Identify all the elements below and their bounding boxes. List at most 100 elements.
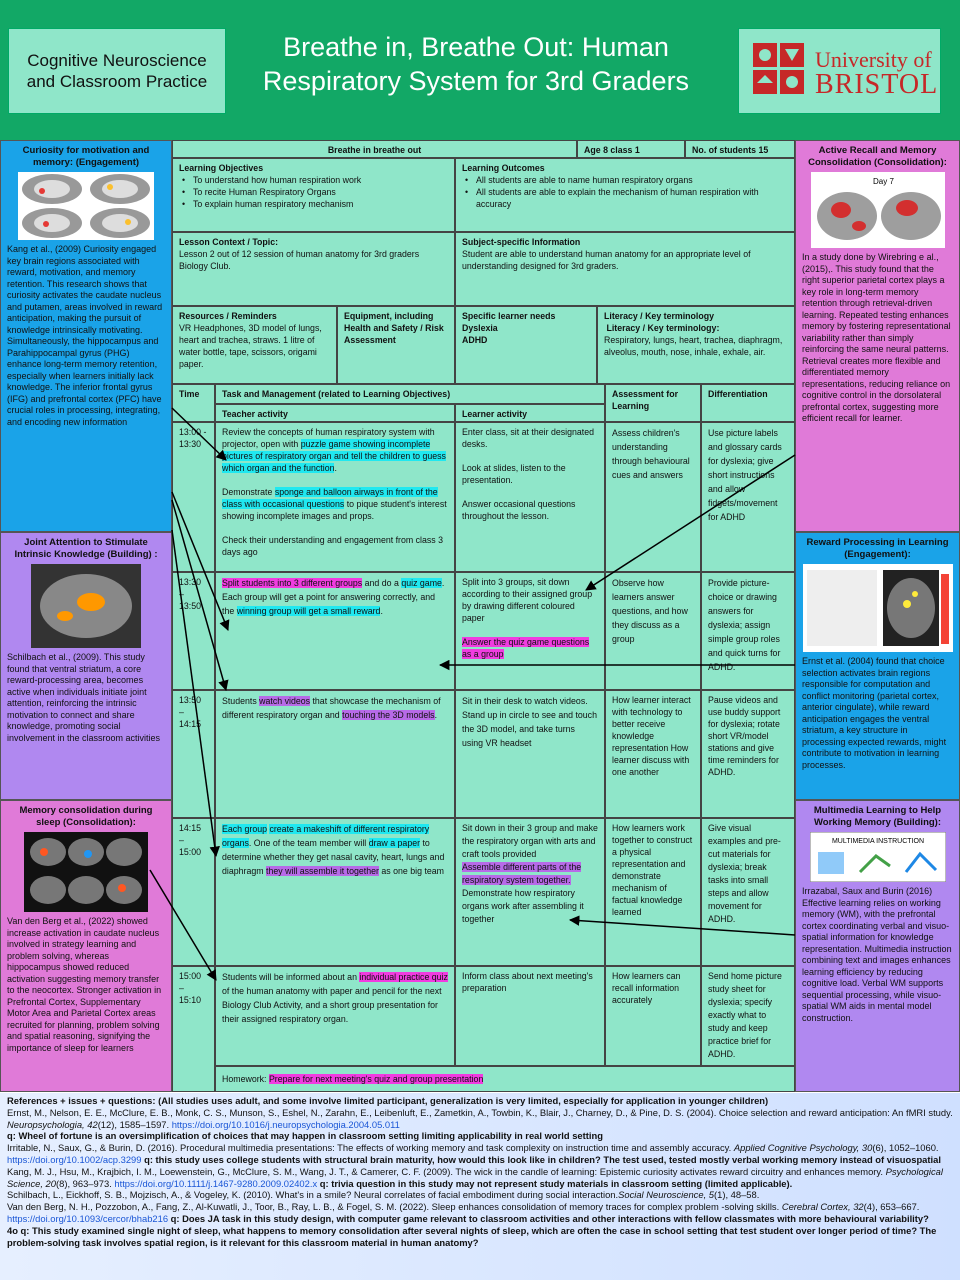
cell-text: VR Headphones, 3D model of lungs, heart … (179, 323, 322, 369)
row4-learner: Sit down in their 3 group and make the r… (455, 818, 605, 966)
multimedia-figure: MULTIMEDIA INSTRUCTION (809, 832, 946, 882)
lesson-plan-table: Breathe in breathe out Age 8 class 1 No.… (172, 140, 795, 1092)
text-run: . (434, 710, 438, 720)
sleep-brain-figure (24, 832, 148, 912)
logo-text-line2: BRISTOL (815, 69, 939, 100)
row3-learner: Sit in their desk to watch videos. Stand… (455, 690, 605, 818)
reference-question: q: Does JA task in this study design, wi… (168, 1212, 929, 1224)
references-panel: References + issues + questions: (All st… (0, 1093, 960, 1280)
reference-doi-link[interactable]: https://doi.org/10.1002/acp.3299 (7, 1153, 142, 1165)
reference-journal: Applied Cognitive Psychology, 30 (733, 1142, 873, 1154)
section-body: Schilbach et al., (2009). This study fou… (7, 652, 161, 743)
reference-doi-link[interactable]: https://doi.org/10.1093/cercor/bhab216 (7, 1212, 169, 1224)
reference-journal: Neuropsychologia, 42 (7, 1118, 98, 1130)
text-run: Review the concepts of human respiratory… (222, 427, 435, 449)
students-cell: No. of students 15 (685, 140, 795, 158)
reference-text: (4), 653–667. (863, 1201, 920, 1213)
col-header-time: Time (172, 384, 215, 422)
reference-doi-link[interactable]: https://doi.org/10.1111/j.1467-9280.2009… (114, 1177, 318, 1189)
row1-teacher: Review the concepts of human respiratory… (215, 422, 455, 572)
reference-text: (8), 963–973. (56, 1177, 115, 1189)
brain-retrieval-figure: Day 7 (810, 172, 945, 248)
objective-item: To understand how human respiration work (179, 174, 448, 186)
reference-text: Kang, M. J., Hsu, M., Krajbich, I. M., L… (7, 1165, 886, 1177)
text-run: to determine whether they get nasal cavi… (222, 838, 445, 876)
learning-outcomes-cell: Learning Outcomes All students are able … (455, 158, 795, 232)
highlight-draw-paper: draw a paper (368, 838, 421, 848)
text-run: Sit in their desk to watch videos. (462, 696, 588, 706)
header-banner: Cognitive Neuroscience and Classroom Pra… (0, 0, 960, 140)
reference-text: (6), 1052–1060. (872, 1142, 939, 1154)
reward-brain-figure (802, 564, 953, 652)
text-run: Demonstrate how respiratory organs work … (462, 888, 584, 924)
subject-info-cell: Subject-specific Information Student are… (455, 232, 795, 306)
cell-heading: Lesson Context / Topic: (179, 237, 279, 247)
outcome-item: All students are able to explain the mec… (462, 186, 788, 210)
lesson-context-cell: Lesson Context / Topic: Lesson 2 out of … (172, 232, 455, 306)
row3-assessment: How learner interact with technology to … (605, 690, 701, 818)
highlight-split-groups: Split students into 3 different groups (222, 578, 363, 588)
cell-heading: Literacy / Key terminology (604, 311, 714, 321)
reference-text: Van den Berg, N. H., Pozzobon, A., Fang,… (7, 1201, 782, 1213)
section-title: Multimedia Learning to Help Working Memo… (813, 805, 942, 828)
left-section-curiosity: Curiosity for motivation and memory: (En… (0, 140, 172, 532)
left-section-sleep: Memory consolidation during sleep (Conso… (0, 800, 172, 1092)
text-run: Check their understanding and engagement… (222, 535, 444, 557)
row5-time: 15:00 – 15:10 (172, 966, 215, 1092)
row1-learner: Enter class, sit at their designated des… (455, 422, 605, 572)
col-header-assessment: Assessment for Learning (605, 384, 701, 422)
section-body: Ernst et al. (2004) found that choice se… (802, 656, 947, 770)
age-cell: Age 8 class 1 (577, 140, 685, 158)
row5-differentiation: Send home picture study sheet for dyslex… (701, 966, 795, 1066)
cell-heading: Equipment, including Health and Safety /… (344, 311, 444, 345)
text-run: Sit down in their 3 group and make the r… (462, 823, 598, 859)
row1-assessment: Assess children's understanding through … (605, 422, 701, 572)
highlight-assemble-parts: Assemble different parts of the respirat… (462, 862, 582, 885)
row5-assessment: How learners can recall information accu… (605, 966, 701, 1066)
row2-time: 13:30 – 13:50 (172, 572, 215, 690)
text-run: of the human anatomy with paper and penc… (222, 986, 442, 1024)
text-run: Stand up in circle to see and touch the … (462, 710, 597, 748)
section-title: Memory consolidation during sleep (Conso… (19, 805, 153, 828)
text-run: to pique student's interest showing inco… (222, 499, 447, 521)
section-title: Active Recall and Memory Consolidation (… (808, 145, 947, 168)
right-section-reward: Reward Processing in Learning (Engagemen… (795, 532, 960, 800)
text-run: Students will be informed about an (222, 972, 360, 982)
text-run: . (380, 606, 383, 616)
objective-item: To recite Human Respiratory Organs (179, 186, 448, 198)
row5-learner: Inform class about next meeting's prepar… (455, 966, 605, 1066)
highlight-individual-quiz: individual practice quiz (359, 972, 448, 982)
cell-text: Lesson 2 out of 12 session of human anat… (179, 249, 420, 271)
cell-heading: Subject-specific Information (462, 237, 581, 247)
reference-question: q: trivia question in this study may not… (317, 1177, 793, 1189)
text-run: as one big team (378, 866, 445, 876)
objective-item: To explain human respiratory mechanism (179, 198, 448, 210)
section-body: Kang et al., (2009) Curiosity engaged ke… (7, 244, 163, 427)
highlight-each-group: Each group (222, 824, 267, 834)
reference-journal: Social Neuroscience, 5 (618, 1189, 714, 1201)
brain-sagittal-figure (31, 564, 141, 648)
row2-learner: Split into 3 groups, sit down according … (455, 572, 605, 690)
row4-assessment: How learners work together to construct … (605, 818, 701, 966)
reference-doi-link[interactable]: https://doi.org/10.1016/j.neuropsycholog… (171, 1118, 400, 1130)
text-run: Split into 3 groups, sit down according … (462, 577, 593, 623)
reference-question: q: Wheel of fortune is an oversimplifica… (7, 1130, 603, 1142)
university-logo: University of BRISTOL (738, 28, 941, 114)
reference-text: (12), 1585–1597. (97, 1118, 172, 1130)
highlight-answer-quiz: Answer the quiz game questions as a grou… (462, 637, 590, 659)
reference-question: q: this study uses college students with… (141, 1153, 941, 1165)
col-header-task: Task and Management (related to Learning… (215, 384, 605, 404)
row4-differentiation: Give visual examples and pre-cut materia… (701, 818, 795, 966)
highlight-reward: winning group will get a small reward (236, 606, 381, 616)
homework-text: Prepare for next meeting's quiz and grou… (268, 1074, 484, 1084)
reference-text: (1), 48–58. (714, 1189, 760, 1201)
brain-scan-figure (18, 172, 154, 240)
row3-time: 13:50 – 14:15 (172, 690, 215, 818)
col-header-differentiation: Differentiation (701, 384, 795, 422)
row4-teacher: Each group create a makeshift of differe… (215, 818, 455, 966)
row2-teacher: Split students into 3 different groups a… (215, 572, 455, 690)
text-run: Students (222, 696, 260, 706)
col-header-teacher: Teacher activity (215, 404, 455, 422)
need-item: Dyslexia (462, 323, 498, 333)
